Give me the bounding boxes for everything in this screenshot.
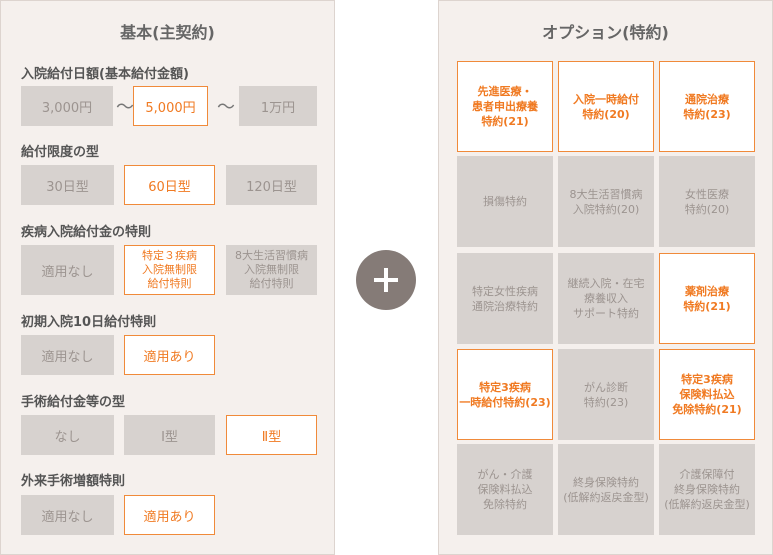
rider-option[interactable]: 介護保障付 終身保険特約 (低解約返戻金型)	[659, 444, 755, 535]
rider-option[interactable]: 継続入院・在宅 療養収入 サポート特約	[558, 253, 654, 344]
plus-icon	[356, 250, 416, 310]
limit-120-day[interactable]: 120日型	[226, 165, 317, 205]
disease-rider-label: 疾病入院給付金の特則	[21, 225, 152, 240]
initial-admission-label: 初期入院10日給付特則	[21, 315, 157, 330]
range-separator: 〜	[217, 97, 235, 118]
rider-option[interactable]: 終身保険特約 (低解約返戻金型)	[558, 444, 654, 535]
rider-option[interactable]: 先進医療・ 患者申出療養 特約(21)	[457, 61, 553, 152]
surgery-type-label: 手術給付金等の型	[21, 395, 126, 410]
basic-contract-title: 基本(主契約)	[120, 23, 215, 42]
rider-option[interactable]: がん診断 特約(23)	[558, 349, 654, 440]
disease-eight-lifestyle[interactable]: 8大生活習慣病 入院無制限 給付特則	[226, 245, 317, 295]
rider-option[interactable]: 損傷特約	[457, 156, 553, 247]
rider-option[interactable]: 特定3疾病 一時給付特約(23)	[457, 349, 553, 440]
disease-not-applied[interactable]: 適用なし	[21, 245, 114, 295]
daily-amount-label: 入院給付日額(基本給付金額)	[21, 67, 189, 82]
rider-option[interactable]: 特定3疾病 保険料払込 免除特約(21)	[659, 349, 755, 440]
rider-option[interactable]: 女性医療 特約(20)	[659, 156, 755, 247]
rider-option[interactable]: 薬剤治療 特約(21)	[659, 253, 755, 344]
range-separator: 〜	[116, 97, 134, 118]
initial-not-applied[interactable]: 適用なし	[21, 335, 114, 375]
disease-three-major[interactable]: 特定３疾病 入院無制限 給付特則	[124, 245, 215, 295]
limit-30-day[interactable]: 30日型	[21, 165, 114, 205]
rider-option[interactable]: がん・介護 保険料払込 免除特約	[457, 444, 553, 535]
initial-applied[interactable]: 適用あり	[124, 335, 215, 375]
outpatient-applied[interactable]: 適用あり	[124, 495, 215, 535]
basic-contract-panel: 基本(主契約) 入院給付日額(基本給付金額) 3,000円 〜 5,000円 〜…	[0, 0, 335, 555]
rider-option[interactable]: 通院治療 特約(23)	[659, 61, 755, 152]
daily-amount-3000[interactable]: 3,000円	[21, 86, 113, 126]
limit-type-label: 給付限度の型	[21, 145, 100, 160]
rider-option[interactable]: 8大生活習慣病 入院特約(20)	[558, 156, 654, 247]
rider-option[interactable]: 入院一時給付 特約(20)	[558, 61, 654, 152]
options-panel: オプション(特約) 先進医療・ 患者申出療養 特約(21)入院一時給付 特約(2…	[438, 0, 773, 555]
rider-option[interactable]: 特定女性疾病 通院治療特約	[457, 253, 553, 344]
limit-60-day[interactable]: 60日型	[124, 165, 215, 205]
outpatient-surgery-label: 外来手術増額特則	[21, 474, 126, 489]
surgery-type-2[interactable]: Ⅱ型	[226, 415, 317, 455]
daily-amount-5000[interactable]: 5,000円	[133, 86, 208, 126]
options-title: オプション(特約)	[542, 23, 669, 42]
outpatient-not-applied[interactable]: 適用なし	[21, 495, 114, 535]
surgery-type-1[interactable]: Ⅰ型	[124, 415, 215, 455]
surgery-none[interactable]: なし	[21, 415, 114, 455]
daily-amount-10000[interactable]: 1万円	[239, 86, 317, 126]
